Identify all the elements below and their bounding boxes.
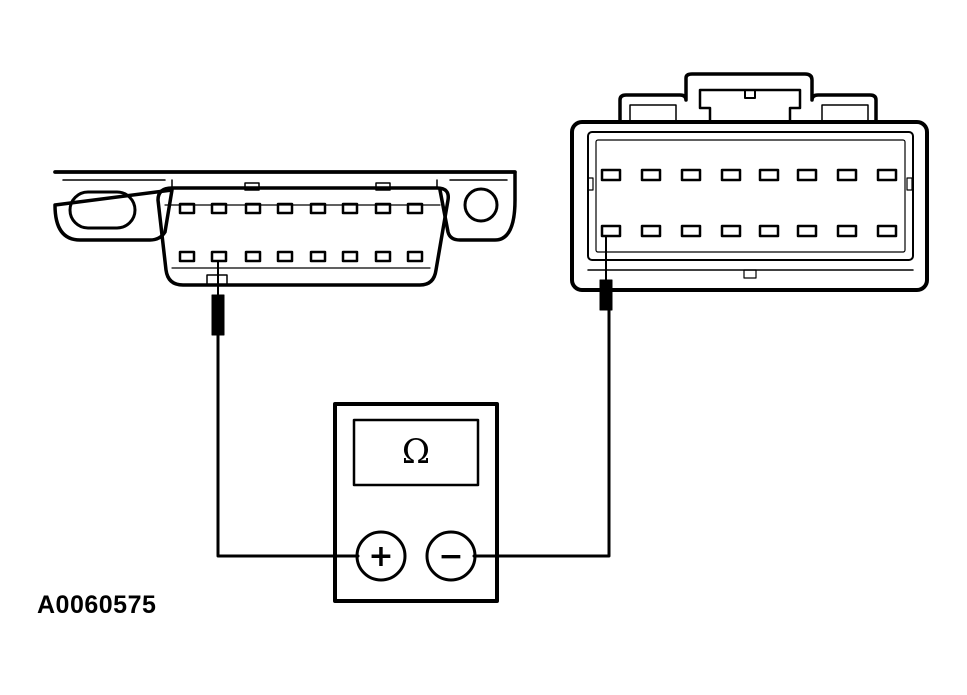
positive-terminal-label: + [368,539,393,574]
test-probe-icon [211,261,225,336]
dlc-connector-icon [53,170,517,287]
negative-terminal-label: − [438,539,463,574]
negative-lead [472,308,611,558]
positive-lead [216,333,360,558]
ohmmeter-icon [333,402,499,603]
test-probe-icon [599,235,613,311]
meter-display-symbol: Ω [402,432,430,472]
module-connector-icon [570,72,929,292]
figure-reference-id: A0060575 [37,591,157,619]
